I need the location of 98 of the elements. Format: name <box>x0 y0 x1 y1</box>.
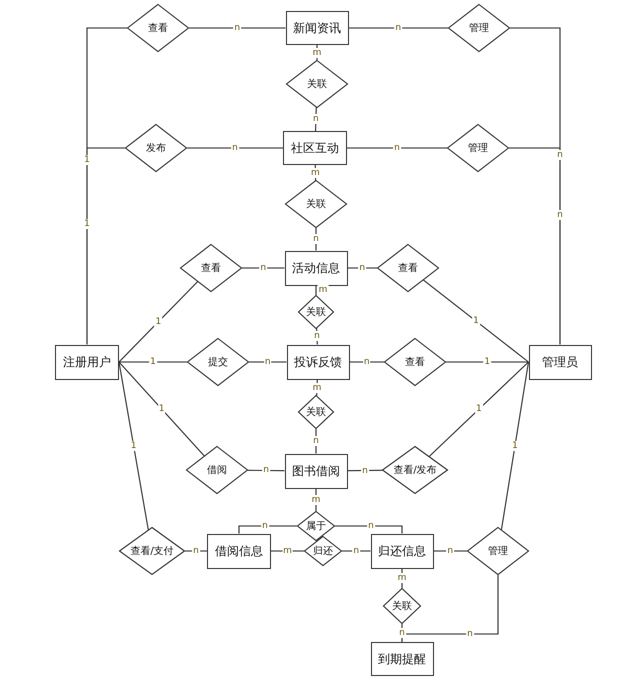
cardinality-label: n <box>362 357 371 367</box>
cardinality-label: 1 <box>83 219 91 229</box>
cardinality-label: 1 <box>154 316 162 327</box>
connector-line <box>118 362 205 456</box>
cardinality-label: m <box>318 285 328 295</box>
connector-line <box>348 470 382 472</box>
relationship-diamond: 查看 <box>377 244 439 292</box>
connector-line <box>86 147 125 344</box>
connector-line <box>248 470 284 472</box>
cardinality-label: n <box>367 521 375 531</box>
connector-line <box>315 429 317 454</box>
entity-box: 管理员 <box>528 344 592 380</box>
cardinality-label: n <box>231 143 239 153</box>
cardinality-label: n <box>352 546 360 556</box>
cardinality-label: n <box>313 331 321 342</box>
cardinality-label: n <box>233 23 242 33</box>
entity-box: 注册用户 <box>55 344 119 380</box>
connector-line <box>335 525 403 534</box>
relationship-diamond: 借阅 <box>186 446 248 494</box>
connector-line <box>342 550 370 552</box>
cardinality-label: m <box>310 168 321 178</box>
connector-line <box>500 362 530 530</box>
cardinality-label: 1 <box>149 357 157 367</box>
entity-box: 投诉反馈 <box>286 344 350 380</box>
connector-line <box>118 362 149 530</box>
cardinality-label: m <box>312 382 322 393</box>
cardinality-label: n <box>261 521 269 531</box>
cardinality-label: n <box>358 263 366 273</box>
connector-line <box>187 147 283 149</box>
cardinality-label: m <box>312 48 322 58</box>
cardinality-label: n <box>446 546 454 556</box>
cardinality-label: 1 <box>475 404 483 414</box>
connector-line <box>350 361 384 363</box>
connector-line <box>347 147 447 149</box>
cardinality-label: n <box>361 466 369 476</box>
cardinality-label: m <box>282 546 293 556</box>
cardinality-label: 1 <box>158 404 166 414</box>
relationship-diamond: 发布 <box>125 124 187 172</box>
entity-box: 借阅信息 <box>207 534 271 568</box>
connector-line <box>316 328 318 345</box>
cardinality-label: n <box>466 629 474 639</box>
connector-line <box>348 267 377 269</box>
cardinality-label: n <box>394 23 402 33</box>
relationship-diamond: 关联 <box>383 588 421 624</box>
connector-line <box>315 228 317 250</box>
connector-line <box>446 361 528 363</box>
connector-line <box>118 281 198 362</box>
cardinality-label: n <box>192 546 200 556</box>
relationship-diamond: 查看/发布 <box>382 446 448 494</box>
relationship-diamond: 管理 <box>447 124 509 172</box>
cardinality-label: 1 <box>130 440 138 451</box>
entity-box: 活动信息 <box>284 250 348 286</box>
entity-box: 归还信息 <box>370 534 434 568</box>
cardinality-label: n <box>393 143 401 153</box>
cardinality-label: 1 <box>511 440 519 451</box>
connector-line <box>249 361 286 363</box>
relationship-diamond: 归还 <box>304 536 342 566</box>
entity-box: 到期提醒 <box>370 642 434 676</box>
relationship-diamond: 查看/支付 <box>119 527 185 575</box>
connector-line <box>509 147 561 344</box>
entity-box: 新闻资讯 <box>286 11 348 45</box>
connector-line <box>242 267 284 269</box>
relationship-diamond: 查看 <box>180 244 242 292</box>
cardinality-label: n <box>556 210 564 220</box>
cardinality-label: 1 <box>483 357 492 367</box>
connector-line <box>348 27 448 29</box>
connector-line <box>314 107 317 132</box>
cardinality-label: m <box>310 494 322 505</box>
connector-line <box>119 361 187 363</box>
connector-line <box>238 525 297 534</box>
relationship-diamond: 管理 <box>467 527 529 575</box>
cardinality-label: n <box>264 357 272 367</box>
cardinality-label: n <box>556 150 564 160</box>
relationship-diamond: 管理 <box>448 4 510 52</box>
entity-box: 图书借阅 <box>284 454 348 488</box>
cardinality-label: 1 <box>83 155 91 165</box>
relationship-diamond: 属于 <box>297 511 335 541</box>
relationship-diamond: 查看 <box>384 338 446 386</box>
connector-line <box>401 624 403 642</box>
connector-line <box>423 280 529 362</box>
relationship-diamond: 关联 <box>285 180 347 228</box>
cardinality-label: n <box>312 436 320 446</box>
connector-line <box>189 27 286 29</box>
relationship-diamond: 查看 <box>127 4 189 52</box>
cardinality-label: 1 <box>472 316 480 326</box>
connector-line <box>315 286 317 295</box>
cardinality-label: n <box>259 263 268 273</box>
connector-line <box>428 362 529 457</box>
entity-box: 社区互动 <box>283 131 347 165</box>
relationship-diamond: 关联 <box>298 295 334 329</box>
cardinality-label: m <box>396 573 408 584</box>
relationship-diamond: 关联 <box>298 395 334 429</box>
connector-line <box>434 550 467 552</box>
relationship-diamond: 提交 <box>187 338 249 386</box>
cardinality-label: n <box>398 628 406 638</box>
relationship-diamond: 关联 <box>286 60 348 108</box>
cardinality-label: n <box>312 114 320 124</box>
cardinality-label: n <box>312 234 320 244</box>
